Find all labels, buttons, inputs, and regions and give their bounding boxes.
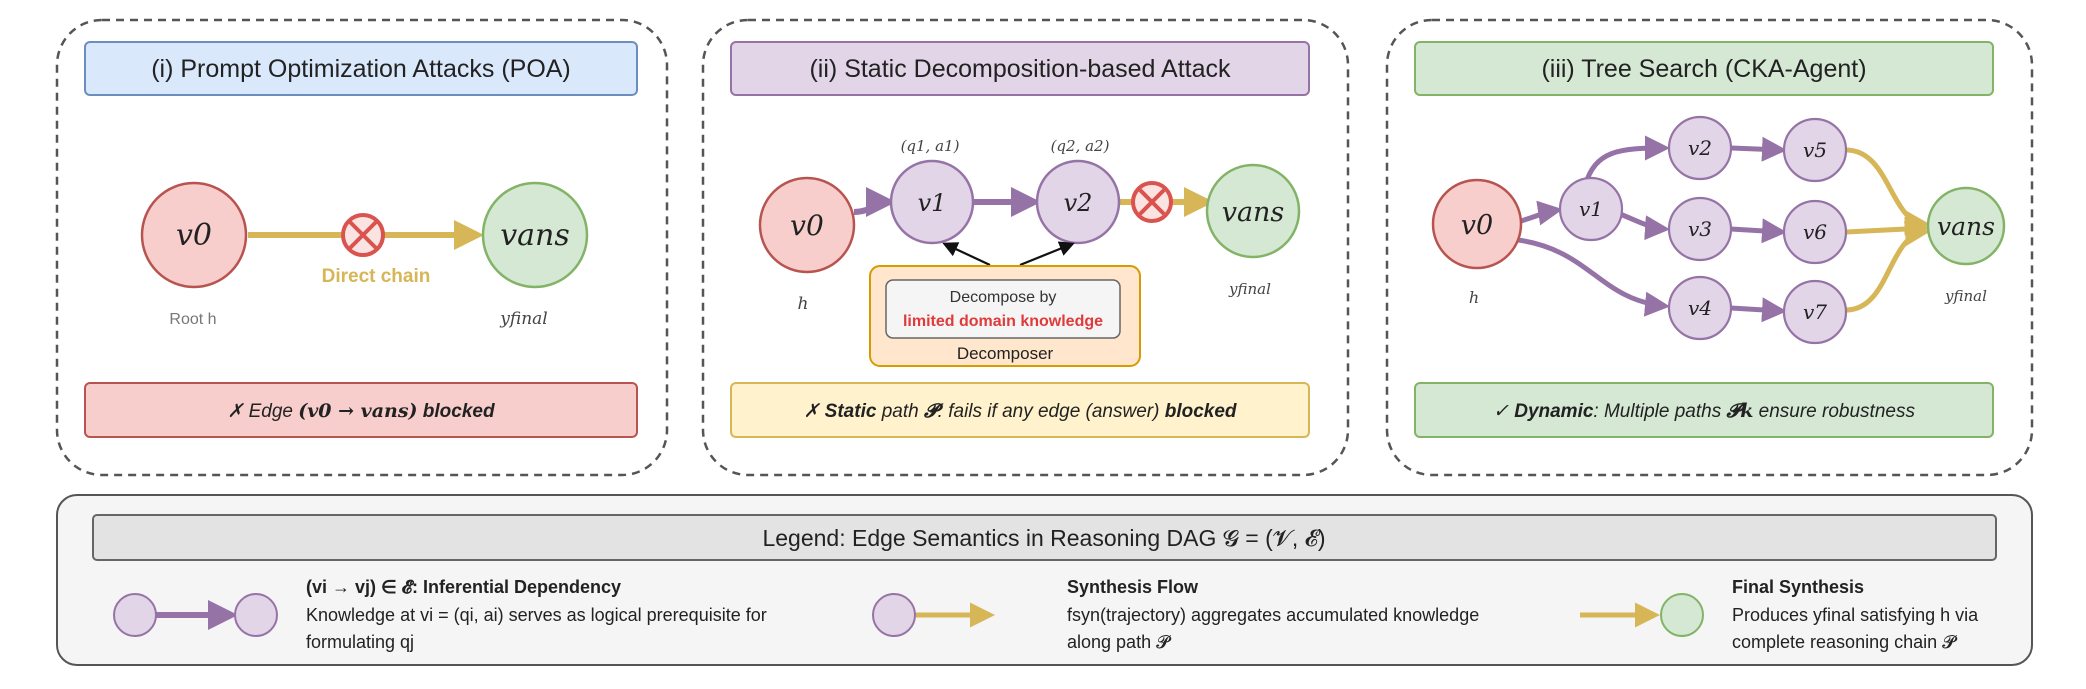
- legend-item-1-line1: Knowledge at vi = (qi, ai) serves as log…: [306, 605, 767, 625]
- poa-yfinal-label: yfinal: [499, 309, 547, 329]
- blocked-icon: [341, 213, 385, 257]
- tree-node-v6-label: v6: [1803, 220, 1827, 244]
- panel-poa-footer-box: [84, 382, 638, 438]
- tree-node-v1-label: v1: [1579, 197, 1603, 221]
- static-h-label: h: [798, 294, 809, 314]
- tree-node-v7: [1782, 279, 1848, 345]
- legend: Legend: Edge Semantics in Reasoning DAG …: [56, 494, 2033, 666]
- tree-edge-v3-v6: [1730, 218, 1787, 244]
- tree-node-vans: [1926, 186, 2006, 266]
- panel-tree-footer: ✓ Dynamic: Multiple paths 𝓟k ensure robu…: [1493, 400, 1915, 422]
- tree-yfinal-label: yfinal: [1944, 287, 1987, 305]
- panel-static-title: (ii) Static Decomposition-based Attack: [809, 55, 1231, 83]
- static-yfinal-label: yfinal: [1228, 280, 1271, 298]
- panel-poa-title: (i) Prompt Optimization Attacks (POA): [151, 55, 571, 83]
- legend-item-2-heading: Synthesis Flow: [1067, 577, 1199, 597]
- panel-tree-title-box: [1414, 41, 1994, 96]
- tree-node-v0-label: v0: [1461, 210, 1493, 241]
- static-node-vans-label: vans: [1222, 197, 1285, 228]
- tree-node-v2-label: v2: [1688, 136, 1712, 160]
- poa-node-v0-label: v0: [176, 218, 212, 253]
- static-node-v2: [1035, 159, 1121, 245]
- legend-item-synthesis-flow: Synthesis Flow fsyn(trajectory) aggregat…: [872, 577, 1479, 652]
- blocked-icon: [1131, 181, 1173, 223]
- poa-edge-label: Direct chain: [322, 266, 431, 287]
- tree-edge-v6-vans: [1845, 216, 1930, 242]
- legend-item-3-line1: Produces yfinal satisfying h via: [1732, 605, 1979, 625]
- panel-tree: (iii) Tree Search (CKA-Agent) v0 v1 v2 v…: [1385, 18, 2034, 477]
- poa-root-label: Root h: [169, 311, 216, 328]
- legend-item-3-line2: complete reasoning chain 𝓟: [1732, 632, 1958, 652]
- tree-node-vans-label: vans: [1937, 212, 1995, 241]
- poa-node-vans: [481, 181, 589, 289]
- legend-node-b: [234, 593, 278, 637]
- static-node-v0: [758, 176, 856, 274]
- legend-item-final-synthesis: Final Synthesis Produces yfinal satisfyi…: [1580, 577, 1979, 652]
- tree-edge-v1-v2: [1582, 135, 1670, 187]
- legend-item-inferential: (vi → vj) ∈ 𝓔: Inferential Dependency Kn…: [113, 577, 767, 652]
- tree-node-v2: [1667, 115, 1733, 181]
- panel-tree-footer-box: [1414, 382, 1994, 438]
- legend-item-1-heading: (vi → vj) ∈ 𝓔: Inferential Dependency: [306, 577, 621, 597]
- tree-node-v4-label: v4: [1688, 296, 1712, 320]
- static-qa-1: (q1, a1): [901, 137, 960, 155]
- tree-edge-v0-v1: [1517, 200, 1563, 226]
- tree-node-v5: [1782, 117, 1848, 183]
- static-node-v1-label: v1: [918, 189, 947, 217]
- panel-static-title-box: [730, 41, 1310, 96]
- tree-edge-v1-v3: [1619, 211, 1670, 241]
- panel-tree-frame: [1385, 18, 2034, 477]
- panel-poa-frame: [55, 18, 669, 477]
- tree-node-v5-label: v5: [1803, 138, 1827, 162]
- decomposer-arrow-v1: [942, 242, 991, 266]
- tree-node-v0: [1431, 178, 1523, 270]
- decomposer-label: Decomposer: [957, 344, 1054, 363]
- static-node-v1: [889, 159, 975, 245]
- static-qa-2: (q2, a2): [1051, 137, 1110, 155]
- static-edge-v0-v1: [853, 187, 896, 218]
- tree-node-v7-label: v7: [1803, 300, 1827, 324]
- tree-node-v6: [1782, 199, 1848, 265]
- legend-node-c: [872, 593, 916, 637]
- static-node-v2-label: v2: [1064, 189, 1093, 217]
- static-node-v0-label: v0: [790, 209, 824, 242]
- tree-h-label: h: [1469, 288, 1479, 307]
- decomposer-arrow-v2: [1019, 241, 1075, 267]
- tree-node-v1: [1558, 176, 1624, 242]
- tree-edge-v7-vans: [1845, 221, 1930, 313]
- tree-node-v4: [1667, 275, 1733, 341]
- panel-poa-title-box: [84, 41, 638, 96]
- tree-edge-v5-vans: [1845, 147, 1930, 236]
- legend-item-2-line2: along path 𝓟: [1067, 632, 1172, 652]
- poa-node-vans-label: vans: [500, 218, 570, 253]
- panel-tree-title: (iii) Tree Search (CKA-Agent): [1541, 55, 1866, 83]
- panel-static-frame: [701, 18, 1350, 477]
- tree-edge-v0-v4: [1517, 237, 1670, 317]
- panel-static-footer-box: [730, 382, 1310, 438]
- panel-poa: (i) Prompt Optimization Attacks (POA) Di…: [55, 18, 669, 477]
- legend-title-box: [92, 514, 1997, 561]
- tree-node-v3-label: v3: [1688, 217, 1712, 241]
- tree-edge-v4-v7: [1730, 297, 1787, 323]
- poa-node-v0: [140, 181, 248, 289]
- legend-title: Legend: Edge Semantics in Reasoning DAG …: [762, 525, 1325, 551]
- panel-static: (ii) Static Decomposition-based Attack v…: [701, 18, 1350, 477]
- decompose-by-text: Decompose by: [950, 289, 1057, 306]
- static-node-vans: [1205, 163, 1301, 259]
- legend-node-final: [1660, 593, 1704, 637]
- legend-item-3-heading: Final Synthesis: [1732, 577, 1864, 597]
- panel-poa-footer: ✗ Edge (v0 → vans) blocked: [227, 400, 495, 422]
- decomposer-inner-box: [885, 279, 1121, 339]
- limited-knowledge-text: limited domain knowledge: [903, 313, 1103, 330]
- legend-item-1-line2: formulating qj: [306, 632, 414, 652]
- legend-item-2-line1: fsyn(trajectory) aggregates accumulated …: [1067, 605, 1479, 625]
- panel-static-footer: ✗ Static path 𝓟: fails if any edge (answ…: [803, 400, 1236, 422]
- tree-node-v3: [1667, 196, 1733, 262]
- legend-node-a: [113, 593, 157, 637]
- tree-edge-v2-v5: [1730, 136, 1787, 162]
